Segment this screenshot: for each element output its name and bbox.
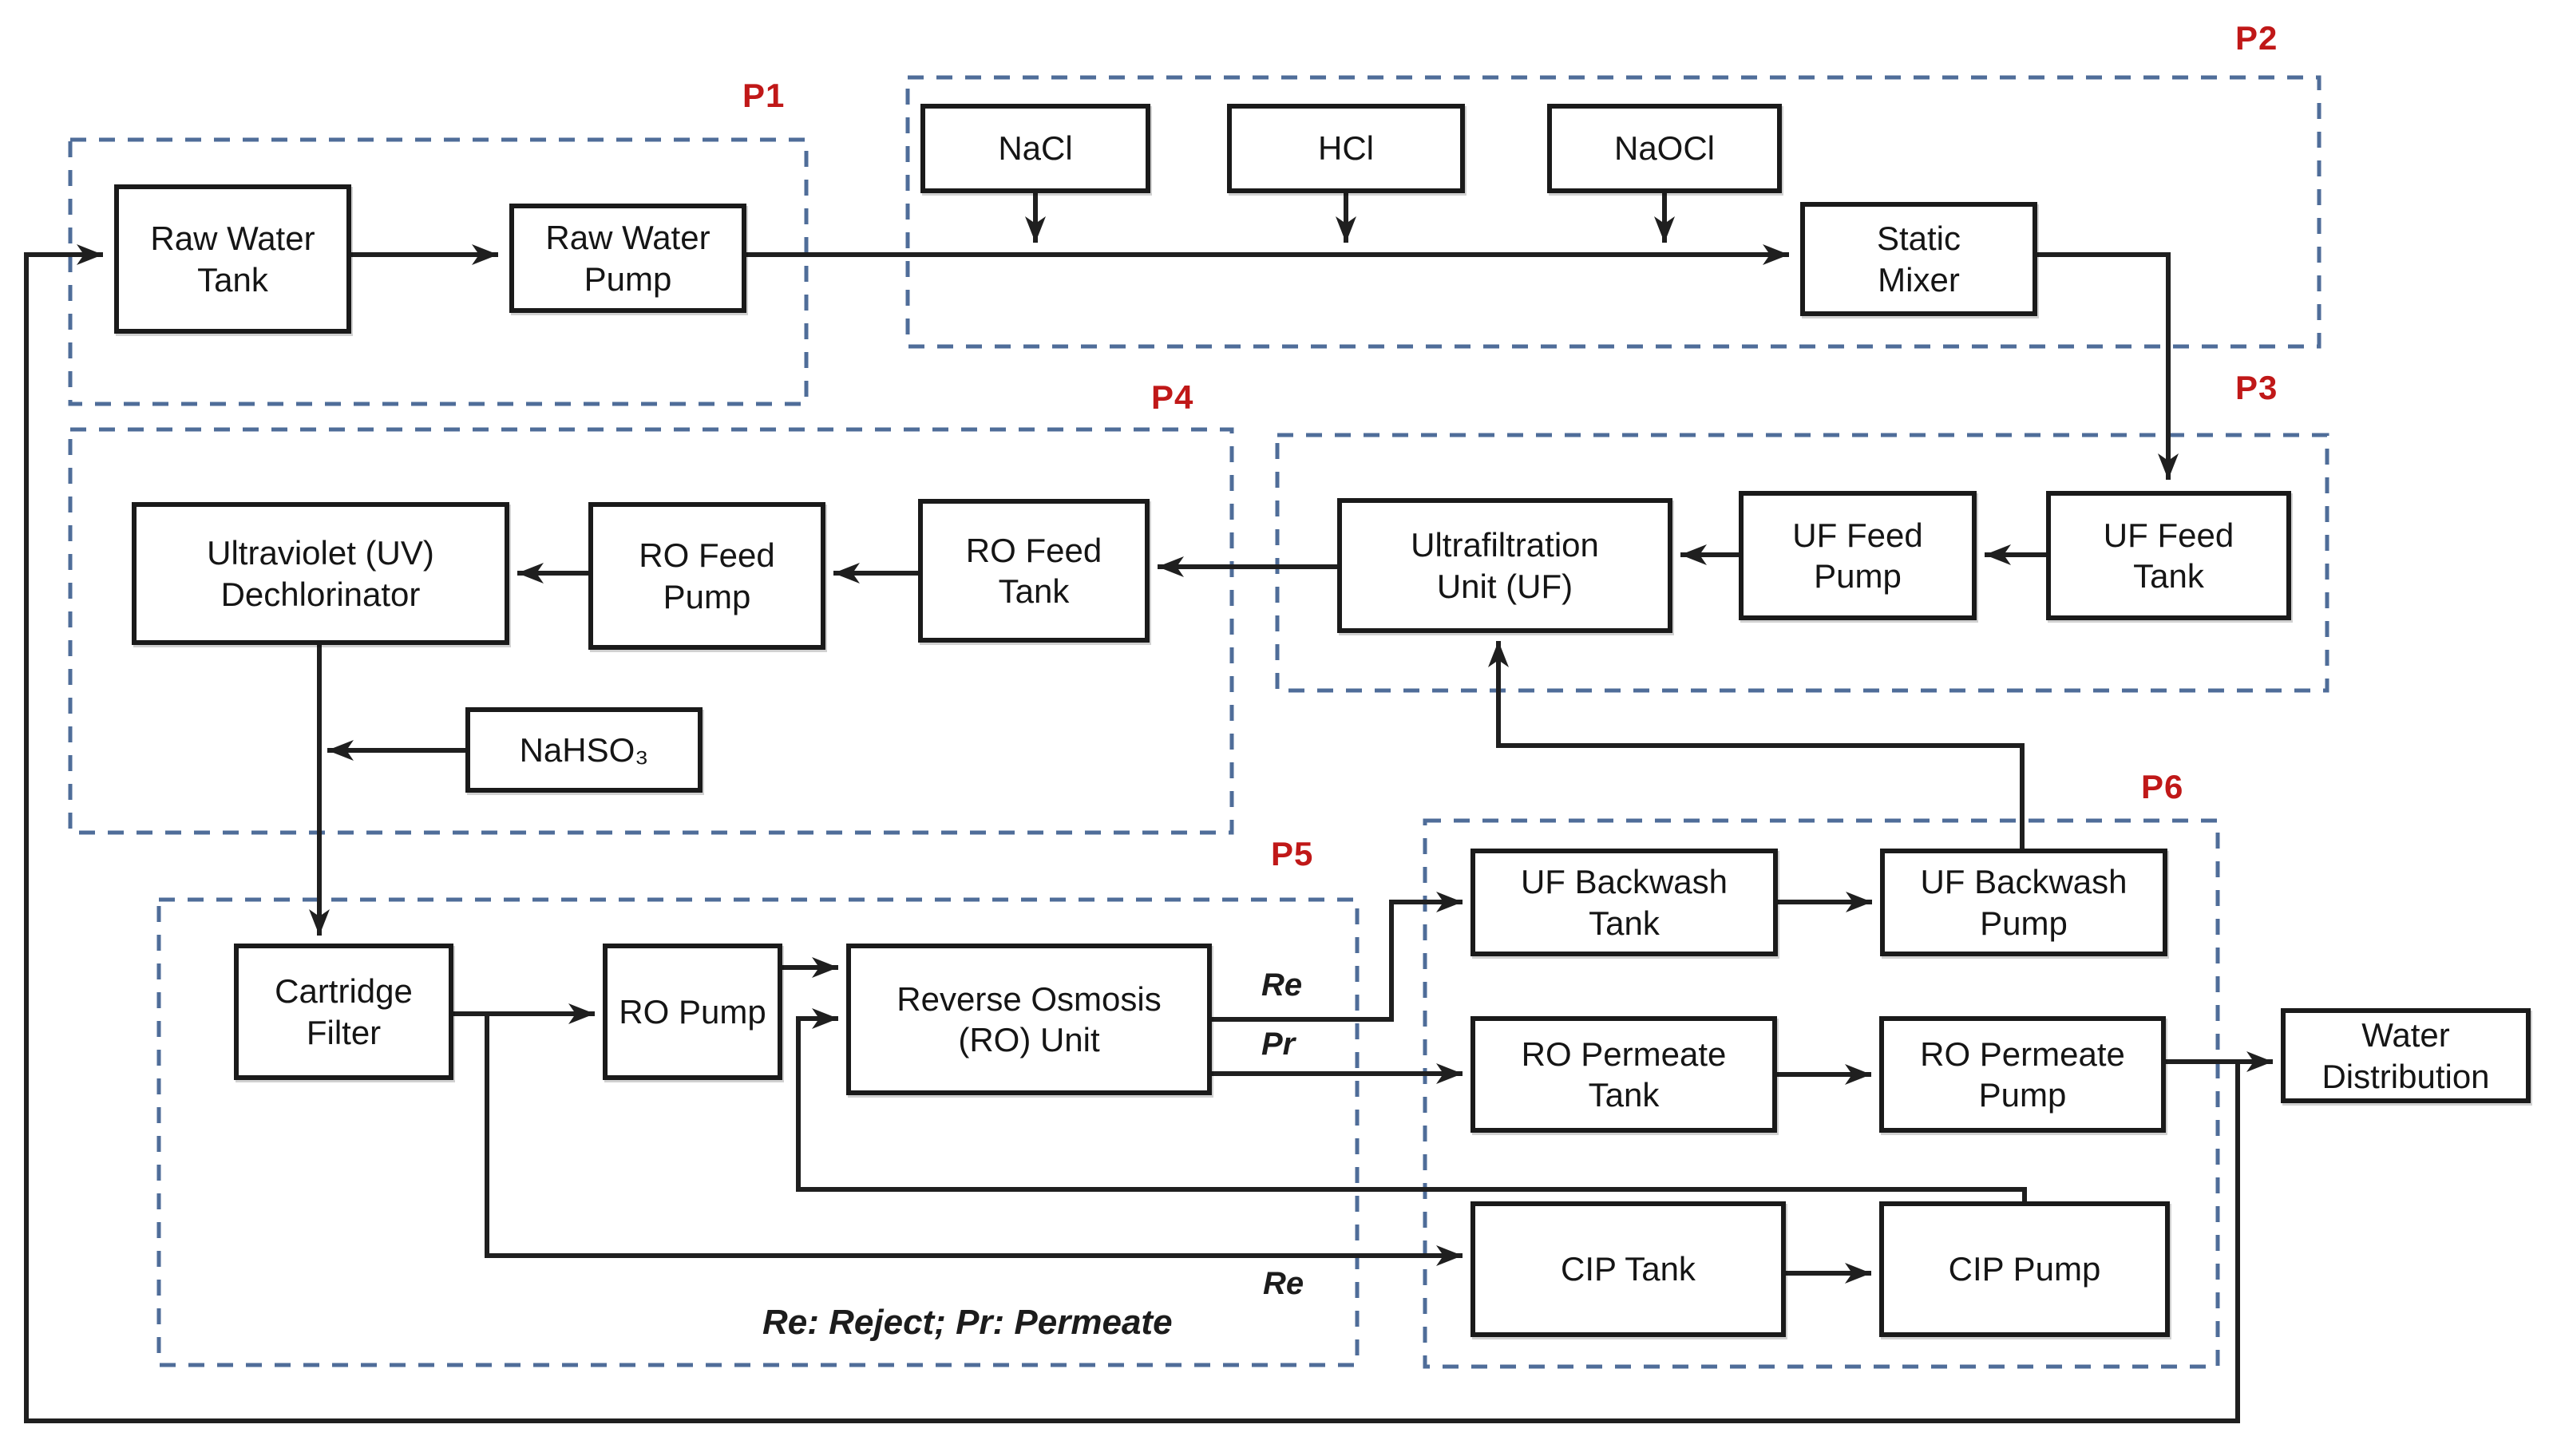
region-p6-border — [1423, 818, 2220, 1369]
reject-stream-label-bottom: Re — [1263, 1266, 1304, 1301]
nahso3-dosing-box: NaHSO₃ — [465, 707, 703, 793]
region-p4-border — [68, 427, 1234, 835]
raw-water-pump-box: Raw Water Pump — [509, 204, 746, 313]
uf-backwash-tank-box: UF Backwash Tank — [1470, 849, 1778, 956]
uv-dechlorinator-box: Ultraviolet (UV) Dechlorinator — [132, 502, 509, 645]
region-p4-label: P4 — [1151, 378, 1194, 416]
water-distribution-box: Water Distribution — [2281, 1008, 2531, 1103]
ro-permeate-tank-box: RO Permeate Tank — [1470, 1016, 1777, 1133]
uf-backwash-pump-box: UF Backwash Pump — [1880, 849, 2167, 956]
region-p5-label: P5 — [1271, 835, 1314, 872]
uf-feed-tank-box: UF Feed Tank — [2046, 491, 2291, 620]
cartridge-filter-box: Cartridge Filter — [234, 944, 453, 1080]
line-cip-pump-to-ro-unit — [796, 1008, 2027, 1201]
ro-permeate-pump-box: RO Permeate Pump — [1879, 1016, 2166, 1133]
ro-pump-box: RO Pump — [603, 944, 782, 1080]
region-p1-border — [68, 137, 809, 406]
reverse-osmosis-unit-box: Reverse Osmosis (RO) Unit — [846, 944, 1212, 1095]
line-static-mixer-to-uf-feed-tank — [2037, 252, 2179, 480]
static-mixer-box: Static Mixer — [1800, 202, 2037, 316]
nacl-dosing-box: NaCl — [920, 104, 1150, 193]
reject-stream-label-top: Re — [1261, 967, 1303, 1003]
hcl-dosing-box: HCl — [1227, 104, 1465, 193]
ro-feed-tank-box: RO Feed Tank — [918, 499, 1150, 643]
region-p2-label: P2 — [2235, 19, 2278, 57]
line-cartridge-filter-to-cip-tank — [485, 1014, 1463, 1266]
region-p2-border — [905, 75, 2321, 349]
region-p3-border — [1275, 433, 2329, 693]
ro-feed-pump-box: RO Feed Pump — [588, 502, 825, 650]
cip-tank-box: CIP Tank — [1470, 1201, 1786, 1337]
naocl-dosing-box: NaOCl — [1547, 104, 1782, 193]
region-p3-label: P3 — [2235, 369, 2278, 406]
cip-pump-box: CIP Pump — [1879, 1201, 2170, 1337]
permeate-stream-label: Pr — [1261, 1027, 1296, 1062]
line-backwash-pump-to-uf-unit — [1488, 641, 2025, 849]
line-ro-reject-to-uf-backwash-tank — [1212, 892, 1463, 1022]
region-p6-label: P6 — [2141, 768, 2184, 805]
legend-note: Re: Reject; Pr: Permeate — [762, 1303, 1173, 1342]
uf-feed-pump-box: UF Feed Pump — [1739, 491, 1977, 620]
raw-water-tank-box: Raw Water Tank — [114, 184, 351, 334]
ultrafiltration-unit-box: Ultrafiltration Unit (UF) — [1337, 498, 1672, 633]
region-p1-label: P1 — [742, 77, 786, 114]
line-recycle-to-raw-water-tank — [24, 244, 2240, 1423]
